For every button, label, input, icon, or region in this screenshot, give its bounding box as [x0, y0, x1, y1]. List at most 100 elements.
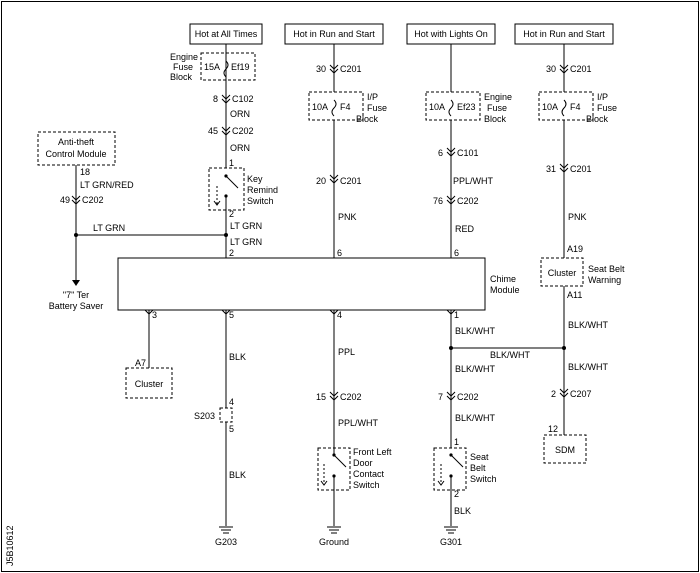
- wire-blkwht-3: BLK/WHT: [568, 320, 609, 330]
- connector-c201a-icon: [329, 64, 339, 74]
- circuit-cluster-left: 3 A7 Cluster: [125, 309, 173, 399]
- ground-g203-icon: [219, 526, 233, 534]
- circuit-key-remind: 15A Ef19 Engine Fuse Block 8 C102 ORN 45…: [170, 44, 278, 258]
- cluster-right-pin-bot: A11: [567, 290, 582, 300]
- cluster-right-pin-top: A19: [567, 244, 583, 254]
- fuse-ef23-name: Ef23: [457, 102, 476, 112]
- c202b-label: C202: [457, 196, 479, 206]
- cluster-left-box: [125, 367, 173, 399]
- door-switch-contact-icon: [333, 454, 347, 468]
- splice-s203-box: [219, 407, 233, 423]
- connector-c202d-icon: [329, 391, 339, 401]
- wire-blkwht-1: BLK/WHT: [455, 326, 496, 336]
- c202a-label: C202: [232, 126, 254, 136]
- c101-label: C101: [457, 148, 479, 158]
- c202e-label: C202: [457, 392, 479, 402]
- cluster-left-label: Cluster: [135, 379, 164, 389]
- c202c-label: C202: [82, 195, 104, 205]
- antitheft-pin: 18: [80, 167, 90, 177]
- c201a-pin: 30: [316, 64, 326, 74]
- chime-pin-top-right: 6: [454, 248, 459, 258]
- c201b-label: C201: [340, 176, 362, 186]
- splice-pin-bot: 5: [229, 424, 234, 434]
- ground-label: Ground: [319, 537, 349, 547]
- cluster-right-label: Cluster: [548, 268, 577, 278]
- engine-block-1-l3: Block: [170, 72, 193, 82]
- c202b-pin: 76: [433, 196, 443, 206]
- wire-pnk-2: PNK: [568, 212, 587, 222]
- connector-c202e-icon: [446, 391, 456, 401]
- chime-pin-b1: 3: [152, 310, 157, 320]
- connector-c202a-icon: [221, 126, 231, 136]
- fuse-f4a-icon: [331, 99, 337, 117]
- c201d-pin: 31: [546, 164, 556, 174]
- antitheft-l1: Anti-theft: [58, 137, 95, 147]
- fuse-ef23-icon: [448, 99, 454, 117]
- power-header-lights: Hot with Lights On: [414, 29, 488, 39]
- fuse-ef19-name: Ef19: [231, 62, 250, 72]
- connector-c201b-icon: [329, 174, 339, 184]
- chime-module-l2: Module: [490, 285, 520, 295]
- c202d-label: C202: [340, 392, 362, 402]
- cluster-right-box: [540, 257, 584, 287]
- wire-blk-1: BLK: [229, 352, 246, 362]
- c201c-pin: 30: [546, 64, 556, 74]
- door-switch-l3: Contact: [353, 469, 385, 479]
- cluster-left-pin: A7: [135, 358, 146, 368]
- fuse-f4a-name: F4: [340, 102, 351, 112]
- keyswitch-pin1: 1: [229, 158, 234, 168]
- circuit-run1: 30 C201 10A F4 I/P Fuse Block 20 C201 PN…: [308, 44, 387, 258]
- wire-pplwht-1: PPL/WHT: [453, 176, 494, 186]
- ground-icon: [327, 526, 341, 534]
- circuit-door-switch: 4 PPL 15 C202 PPL/WHT Front Left Door Co…: [316, 309, 392, 547]
- ground-g203-label: G203: [215, 537, 237, 547]
- seatbelt-warning-l2: Warning: [588, 275, 621, 285]
- engine-block-1-l2: Fuse: [173, 62, 193, 72]
- engine-block-2-l1: Engine: [484, 92, 512, 102]
- connector-c207-icon: [559, 388, 569, 398]
- keyswitch-l3: Switch: [247, 196, 274, 206]
- wire-orn-2: ORN: [230, 143, 250, 153]
- chime-pin-top-mid: 6: [337, 248, 342, 258]
- c102-label: C102: [232, 94, 254, 104]
- sdm-box: [543, 434, 587, 464]
- battery-saver-arrow-icon: [72, 280, 80, 286]
- wire-pplwht-2: PPL/WHT: [338, 418, 379, 428]
- ip-block-2-l1: I/P: [597, 92, 608, 102]
- wire-blk-3: BLK: [454, 506, 471, 516]
- chime-module-box: [117, 257, 486, 311]
- connector-c201c-icon: [559, 64, 569, 74]
- seatbelt-switch-pin2: 2: [454, 489, 459, 499]
- antitheft-module-box: [37, 131, 116, 166]
- diagram-id: J5B10612: [5, 525, 15, 566]
- chime-pin-b3: 4: [337, 310, 342, 320]
- wire-blkwht-2: BLK/WHT: [455, 364, 496, 374]
- fuse-f4b-name: F4: [570, 102, 581, 112]
- ground-g301-label: G301: [440, 537, 462, 547]
- connector-c202b-icon: [446, 195, 456, 205]
- wire-red: RED: [455, 224, 475, 234]
- wire-pnk-1: PNK: [338, 212, 357, 222]
- seatbelt-switch-l1: Seat: [470, 452, 489, 462]
- c201b-pin: 20: [316, 176, 326, 186]
- ip-block-2-l3: Block: [586, 114, 609, 124]
- wire-blkwht-5: BLK/WHT: [455, 413, 496, 423]
- wire-ltgrnred: LT GRN/RED: [80, 180, 134, 190]
- fuse-ef19-icon: [223, 60, 229, 78]
- fuse-ef23-amp: 10A: [429, 102, 445, 112]
- connector-c102-icon: [221, 94, 231, 104]
- fuse-f4b-icon: [561, 99, 567, 117]
- fuse-f4a-amp: 10A: [312, 102, 328, 112]
- connector-c202c-icon: [71, 195, 81, 205]
- antitheft-l2: Control Module: [45, 149, 106, 159]
- c102-pin: 8: [213, 94, 218, 104]
- seatbelt-switch-l3: Switch: [470, 474, 497, 484]
- engine-block-1-l1: Engine: [170, 52, 198, 62]
- circuit-run2: 30 C201 10A F4 I/P Fuse Block 31 C201 PN…: [538, 44, 625, 464]
- keyswitch-pin2: 2: [229, 209, 234, 219]
- engine-block-2-l3: Block: [484, 114, 507, 124]
- connector-c101-icon: [446, 147, 456, 157]
- ip-block-1-l2: Fuse: [367, 103, 387, 113]
- c201a-label: C201: [340, 64, 362, 74]
